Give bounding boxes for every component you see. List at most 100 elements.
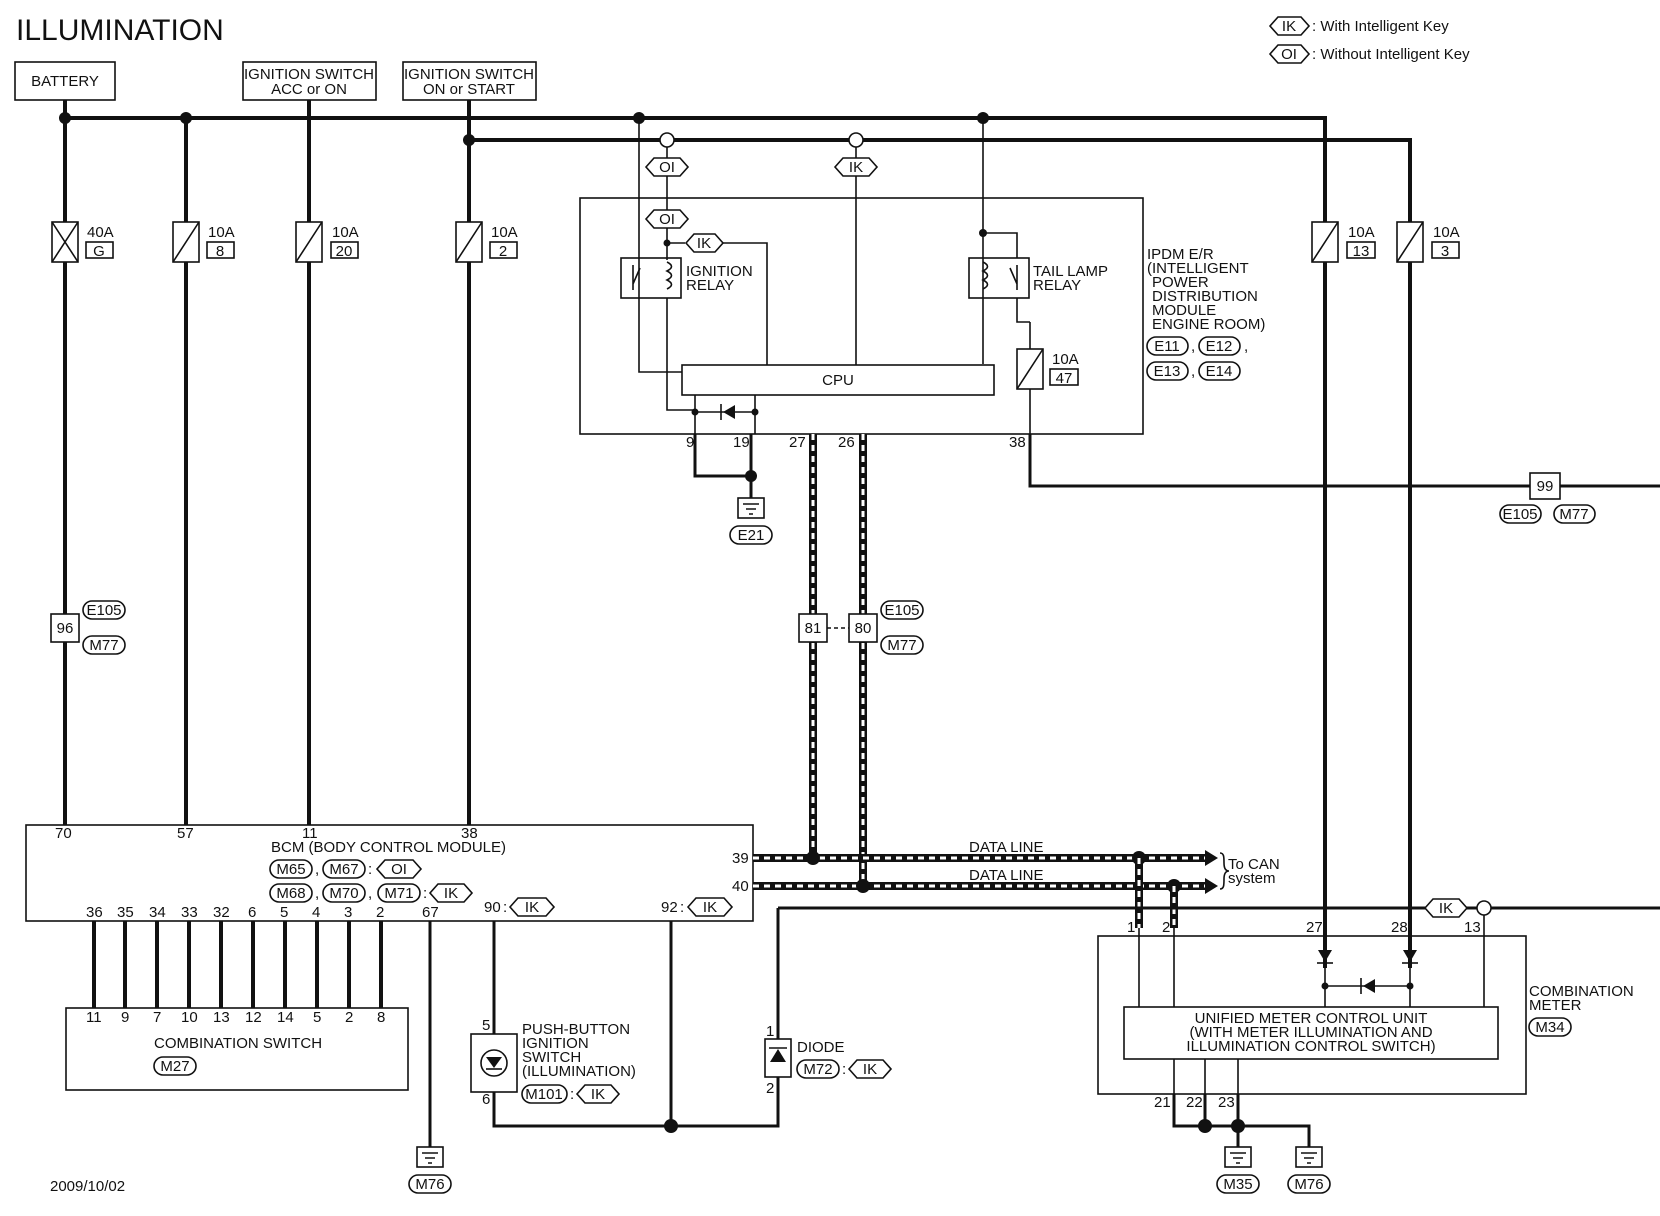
battery-label: BATTERY xyxy=(31,73,99,90)
svg-text:IK: IK xyxy=(525,899,539,916)
pin-number: 22 xyxy=(1186,1094,1203,1111)
pin-number: 2 xyxy=(1162,919,1170,936)
ipdm-label: MODULE xyxy=(1152,302,1216,319)
fuse-number: G xyxy=(93,243,105,260)
ignition-relay xyxy=(620,257,682,299)
ignition-on-bus xyxy=(469,138,1412,224)
connector-code: E11 xyxy=(1154,338,1180,355)
connector-code: M72 xyxy=(803,1061,832,1078)
fuse-number: 47 xyxy=(1056,370,1073,387)
pin-number: 57 xyxy=(177,825,194,842)
combination-switch-label: COMBINATION SWITCH xyxy=(154,1035,322,1052)
svg-text:IK: IK xyxy=(863,1061,877,1078)
pin-number: 27 xyxy=(1306,919,1323,936)
push-button-label: IGNITION xyxy=(522,1035,589,1052)
pin-number: 23 xyxy=(1218,1094,1235,1111)
to-can-label: system xyxy=(1228,870,1276,887)
oi-badge xyxy=(644,157,690,177)
pin-number: 32 xyxy=(213,904,230,921)
ipdm-label: ENGINE ROOM) xyxy=(1152,316,1265,333)
connector-code: M65 xyxy=(276,861,305,878)
pin-number: 13 xyxy=(213,1009,230,1026)
ignition-on-box xyxy=(402,61,537,101)
meter-unit-label: (WITH METER ILLUMINATION AND xyxy=(1189,1024,1432,1041)
fuse-amp: 40A xyxy=(87,224,114,241)
push-button-label: SWITCH xyxy=(522,1049,581,1066)
legend-oi-text: : Without Intelligent Key xyxy=(1312,46,1470,63)
oi-badge-text: OI xyxy=(659,159,675,176)
pin-number: 11 xyxy=(86,1009,102,1026)
legend-oi-code: OI xyxy=(1281,46,1297,63)
pin-number: 38 xyxy=(461,825,478,842)
wire-push-button-diode xyxy=(492,1066,780,1128)
to-can-label: To CAN xyxy=(1228,856,1280,873)
legend-ik-code: IK xyxy=(1282,18,1296,35)
tail-relay-label: TAIL LAMP xyxy=(1033,263,1108,280)
fuse-amp: 10A xyxy=(491,224,518,241)
ground-e21 xyxy=(729,525,773,545)
svg-text::: : xyxy=(503,899,507,916)
meter-unit-label: UNIFIED METER CONTROL UNIT xyxy=(1195,1010,1428,1027)
svg-text:,: , xyxy=(315,861,319,878)
pin-number: 99 xyxy=(1537,478,1554,495)
pin-number: 2 xyxy=(766,1080,774,1097)
pin-number: 80 xyxy=(855,620,872,637)
pin-number: 5 xyxy=(482,1017,490,1034)
pin-number: 3 xyxy=(344,904,352,921)
pin-number: 38 xyxy=(1009,434,1026,451)
connector-code: M34 xyxy=(1535,1019,1564,1036)
ik-badge-text: IK xyxy=(697,235,711,252)
pin-number: 5 xyxy=(280,904,288,921)
connector-code: E105 xyxy=(1502,506,1537,523)
pin-number: 8 xyxy=(377,1009,385,1026)
pin-number: 36 xyxy=(86,904,103,921)
ipdm-battery-feed xyxy=(638,118,682,373)
ipdm-label: (INTELLIGENT xyxy=(1147,260,1249,277)
ground-label: M76 xyxy=(415,1176,444,1193)
fuse-number: 2 xyxy=(499,243,507,260)
pin-number: 39 xyxy=(732,850,749,867)
oi-badge xyxy=(644,209,690,229)
battery-box xyxy=(14,61,116,101)
combination-meter-label: METER xyxy=(1529,997,1582,1014)
combination-meter-label: COMBINATION xyxy=(1529,983,1634,1000)
pin-number: 28 xyxy=(1391,919,1408,936)
pin-number: 14 xyxy=(277,1009,294,1026)
svg-text:,: , xyxy=(368,885,372,902)
ground-m76 xyxy=(1287,1174,1331,1194)
ground-m35 xyxy=(1216,1174,1260,1194)
pin-number: 67 xyxy=(422,904,439,921)
connector-code: M77 xyxy=(89,637,118,654)
fuse-number: 3 xyxy=(1441,243,1449,260)
legend-ik-badge xyxy=(1268,16,1311,36)
svg-text:OI: OI xyxy=(391,861,407,878)
svg-text::: : xyxy=(423,885,427,902)
tail-relay-label: RELAY xyxy=(1033,277,1081,294)
pin-number: 33 xyxy=(181,904,198,921)
fuse-amp: 10A xyxy=(1052,351,1079,368)
svg-text::: : xyxy=(680,899,684,916)
pin-number: 40 xyxy=(732,878,749,895)
fuse-number: 8 xyxy=(216,243,224,260)
bcm-box xyxy=(25,824,754,922)
connector-code: M67 xyxy=(329,861,358,878)
pin-number: 81 xyxy=(805,620,822,637)
ground-label: E21 xyxy=(738,527,765,544)
connector-code: M71 xyxy=(384,885,413,902)
connector-code: M70 xyxy=(329,885,358,902)
svg-text:,: , xyxy=(1244,338,1248,355)
pin-number: 1 xyxy=(766,1023,774,1040)
pin-number: 4 xyxy=(312,904,320,921)
pin-number: 34 xyxy=(149,904,166,921)
pin-number: 7 xyxy=(153,1009,161,1026)
fuse-amp: 10A xyxy=(1433,224,1460,241)
pin-number: 2 xyxy=(376,904,384,921)
fuse-amp: 10A xyxy=(1348,224,1375,241)
connector-code: E12 xyxy=(1206,338,1233,355)
svg-text:IK: IK xyxy=(591,1086,605,1103)
ignition-acc-label-2: ACC or ON xyxy=(271,81,347,98)
unified-meter-control-unit xyxy=(1123,1006,1499,1060)
svg-text:IK: IK xyxy=(1439,900,1453,917)
pin-number: 9 xyxy=(121,1009,129,1026)
